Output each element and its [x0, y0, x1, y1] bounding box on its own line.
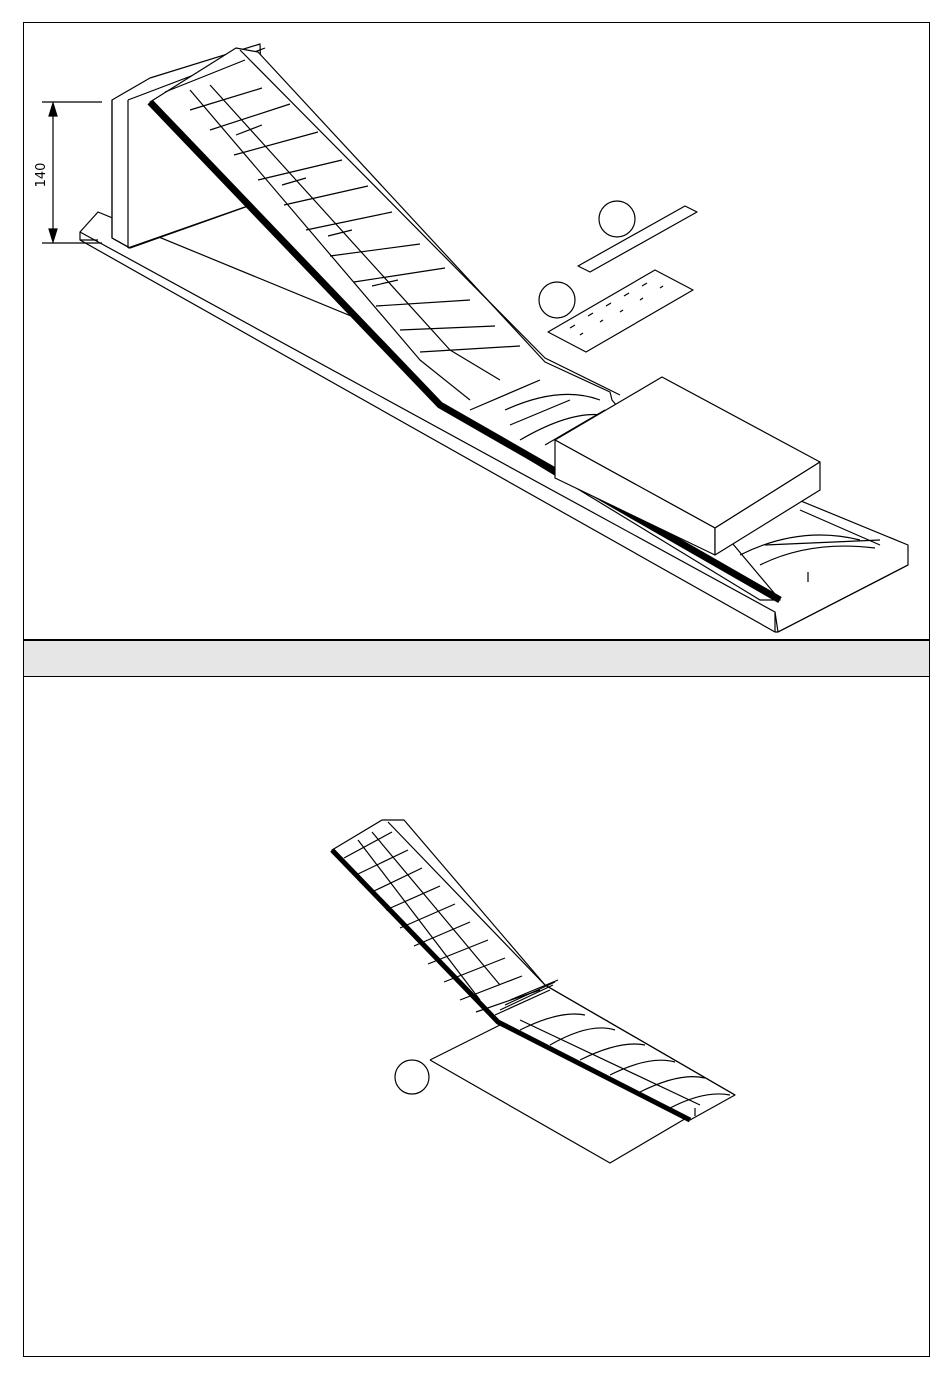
- callout-circle: [395, 1060, 429, 1094]
- wing-assembled: [332, 820, 735, 1120]
